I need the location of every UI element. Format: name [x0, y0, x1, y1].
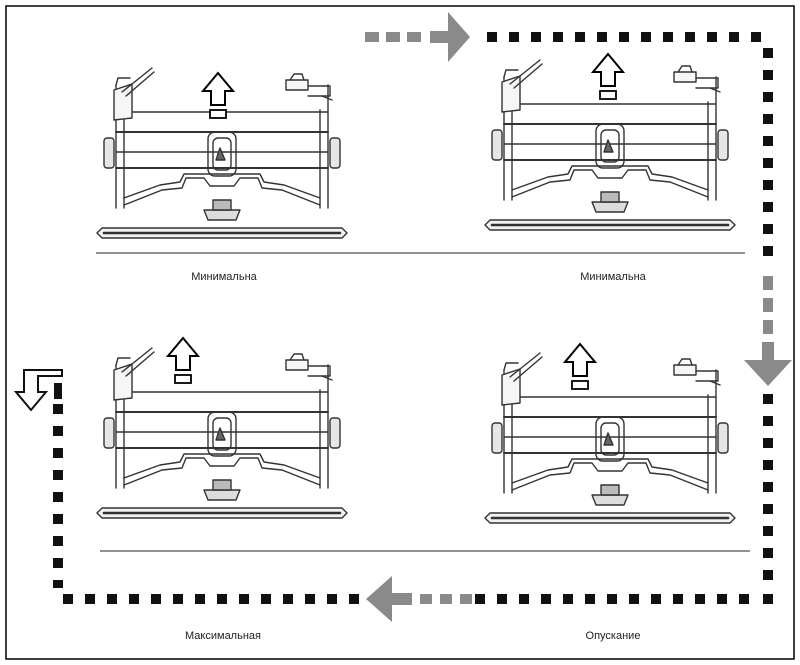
left-flow-segment	[13, 369, 63, 588]
flow-arrow-icon	[366, 576, 412, 622]
bottom-flow-segment	[63, 576, 749, 622]
up-arrow-icon	[167, 337, 199, 384]
caption-top-right: Минимальна	[580, 271, 646, 283]
caption-top-left: Минимальна	[191, 271, 257, 283]
flow-arrow-icon	[430, 12, 470, 62]
up-arrow-icon	[592, 53, 624, 100]
basket-bottom-right	[483, 351, 737, 525]
basket-bottom-left	[95, 346, 349, 520]
up-arrow-icon	[202, 72, 234, 119]
caption-bottom-right: Опускание	[585, 630, 641, 642]
figure-frame	[5, 5, 795, 660]
right-flow-segment	[744, 48, 792, 604]
bent-arrow-icon	[13, 369, 63, 412]
flow-arrow-icon	[744, 342, 792, 386]
top-flow-segment	[365, 12, 761, 62]
caption-bottom-left: Максимальная	[185, 630, 261, 642]
up-arrow-icon	[564, 343, 596, 390]
